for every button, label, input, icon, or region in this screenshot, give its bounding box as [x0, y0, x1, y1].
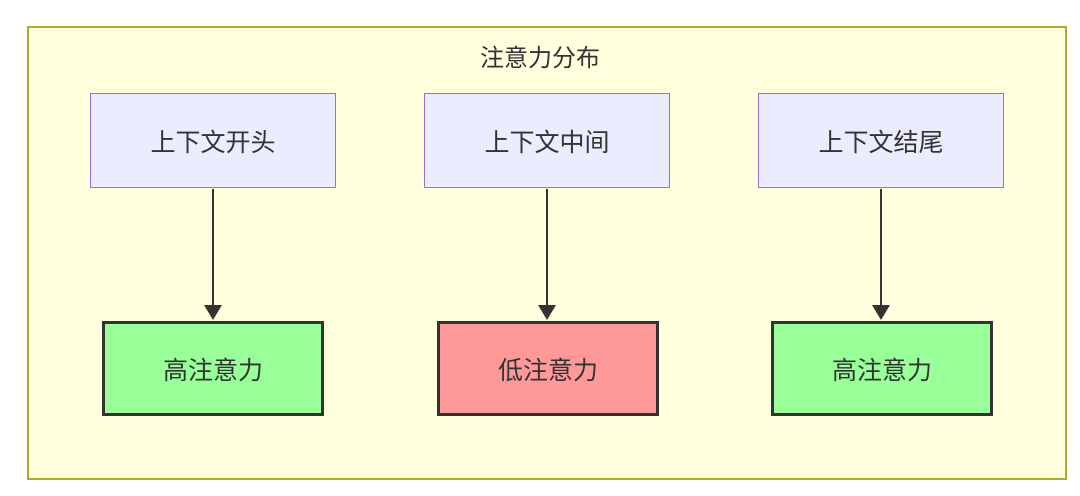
- diagram-title: 注意力分布: [480, 45, 600, 72]
- node-context-start-label: 上下文开头: [150, 128, 276, 157]
- node-high-attention-right-label: 高注意力: [831, 356, 932, 385]
- node-context-middle-label: 上下文中间: [484, 128, 610, 157]
- node-high-attention-left-label: 高注意力: [162, 356, 263, 385]
- node-context-end-label: 上下文结尾: [818, 128, 944, 157]
- node-high-attention-left: 高注意力: [102, 321, 324, 416]
- node-context-end: 上下文结尾: [758, 93, 1004, 188]
- node-context-middle: 上下文中间: [424, 93, 670, 188]
- node-low-attention-middle-label: 低注意力: [497, 356, 598, 385]
- node-context-start: 上下文开头: [90, 93, 336, 188]
- node-low-attention-middle: 低注意力: [437, 321, 659, 416]
- node-high-attention-right: 高注意力: [771, 321, 993, 416]
